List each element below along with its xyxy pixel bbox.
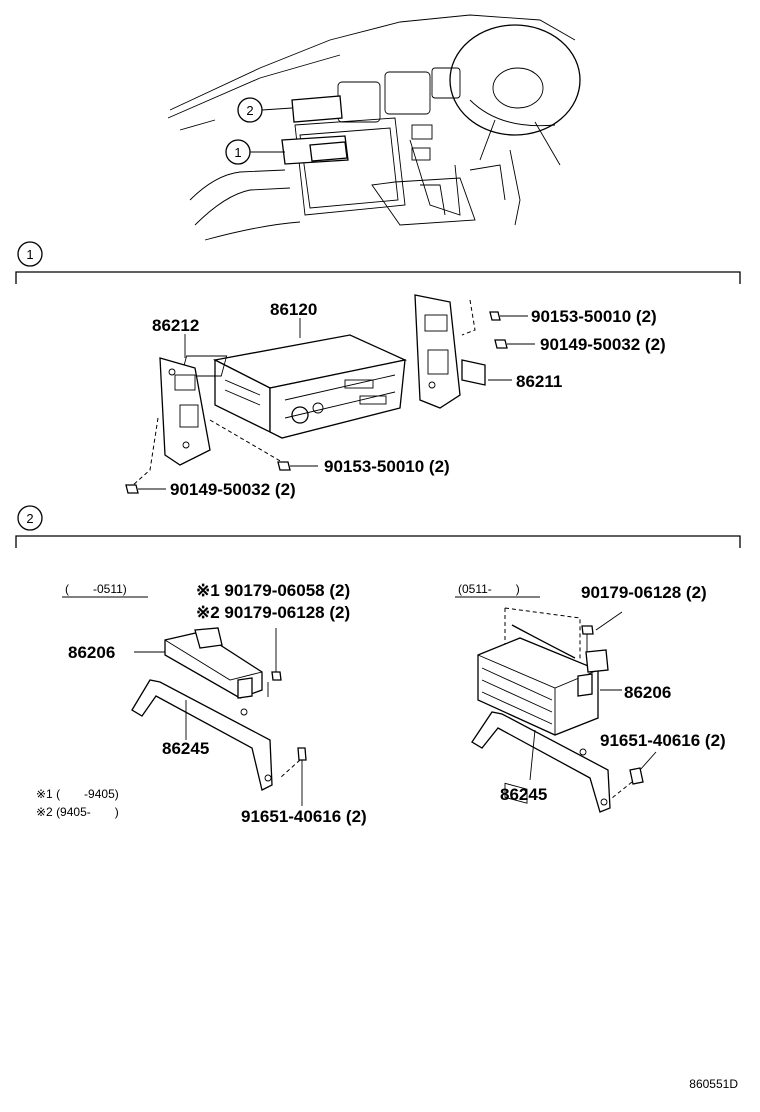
section-2-marker: 2 xyxy=(26,511,33,526)
label-bolt-right: 90149-50032 (2) xyxy=(540,335,666,354)
right-label-86206: 86206 xyxy=(624,683,671,702)
label-bolt-bottom: 90149-50032 (2) xyxy=(170,480,296,499)
label-86120: 86120 xyxy=(270,300,317,319)
label-screw-top: 90153-50010 (2) xyxy=(531,307,657,326)
section-1: 1 xyxy=(15,241,741,499)
right-bolt-top: 90179-06128 (2) xyxy=(581,583,707,602)
radio-unit-drawing xyxy=(180,334,408,439)
figure-code: 860551D xyxy=(689,1077,738,1091)
bracket-86211-drawing xyxy=(414,294,486,409)
right-range: (0511- ) xyxy=(458,582,520,596)
section-2: 2 ( -0511) ※1 90179-06058 (2) ※2 90179-0… xyxy=(15,505,741,826)
footnote-1: ※1 ( -9405) xyxy=(36,787,119,801)
left-label-86206: 86206 xyxy=(68,643,115,662)
right-label-bolt-side: 91651-40616 (2) xyxy=(600,731,726,750)
left-bolt-note1: ※1 90179-06058 (2) xyxy=(196,581,350,600)
section-1-marker: 1 xyxy=(26,247,33,262)
right-stay-drawing xyxy=(471,711,644,813)
right-label-86245: 86245 xyxy=(500,785,547,804)
left-amplifier-drawing xyxy=(164,627,282,699)
dashboard-overview: 2 1 xyxy=(167,14,581,241)
label-screw-mid: 90153-50010 (2) xyxy=(324,457,450,476)
bracket-86212-drawing xyxy=(159,357,211,466)
left-label-bolt-bottom: 91651-40616 (2) xyxy=(241,807,367,826)
footnote-2: ※2 (9405- ) xyxy=(36,805,119,819)
callout-2: 2 xyxy=(246,103,253,118)
left-bolt-note2: ※2 90179-06128 (2) xyxy=(196,603,350,622)
left-label-86245: 86245 xyxy=(162,739,209,758)
callout-1: 1 xyxy=(234,145,241,160)
right-amplifier-drawing xyxy=(477,607,609,804)
left-stay-drawing xyxy=(131,679,307,791)
left-range: ( -0511) xyxy=(65,582,127,596)
label-86211: 86211 xyxy=(516,372,562,391)
label-86212: 86212 xyxy=(152,316,199,335)
